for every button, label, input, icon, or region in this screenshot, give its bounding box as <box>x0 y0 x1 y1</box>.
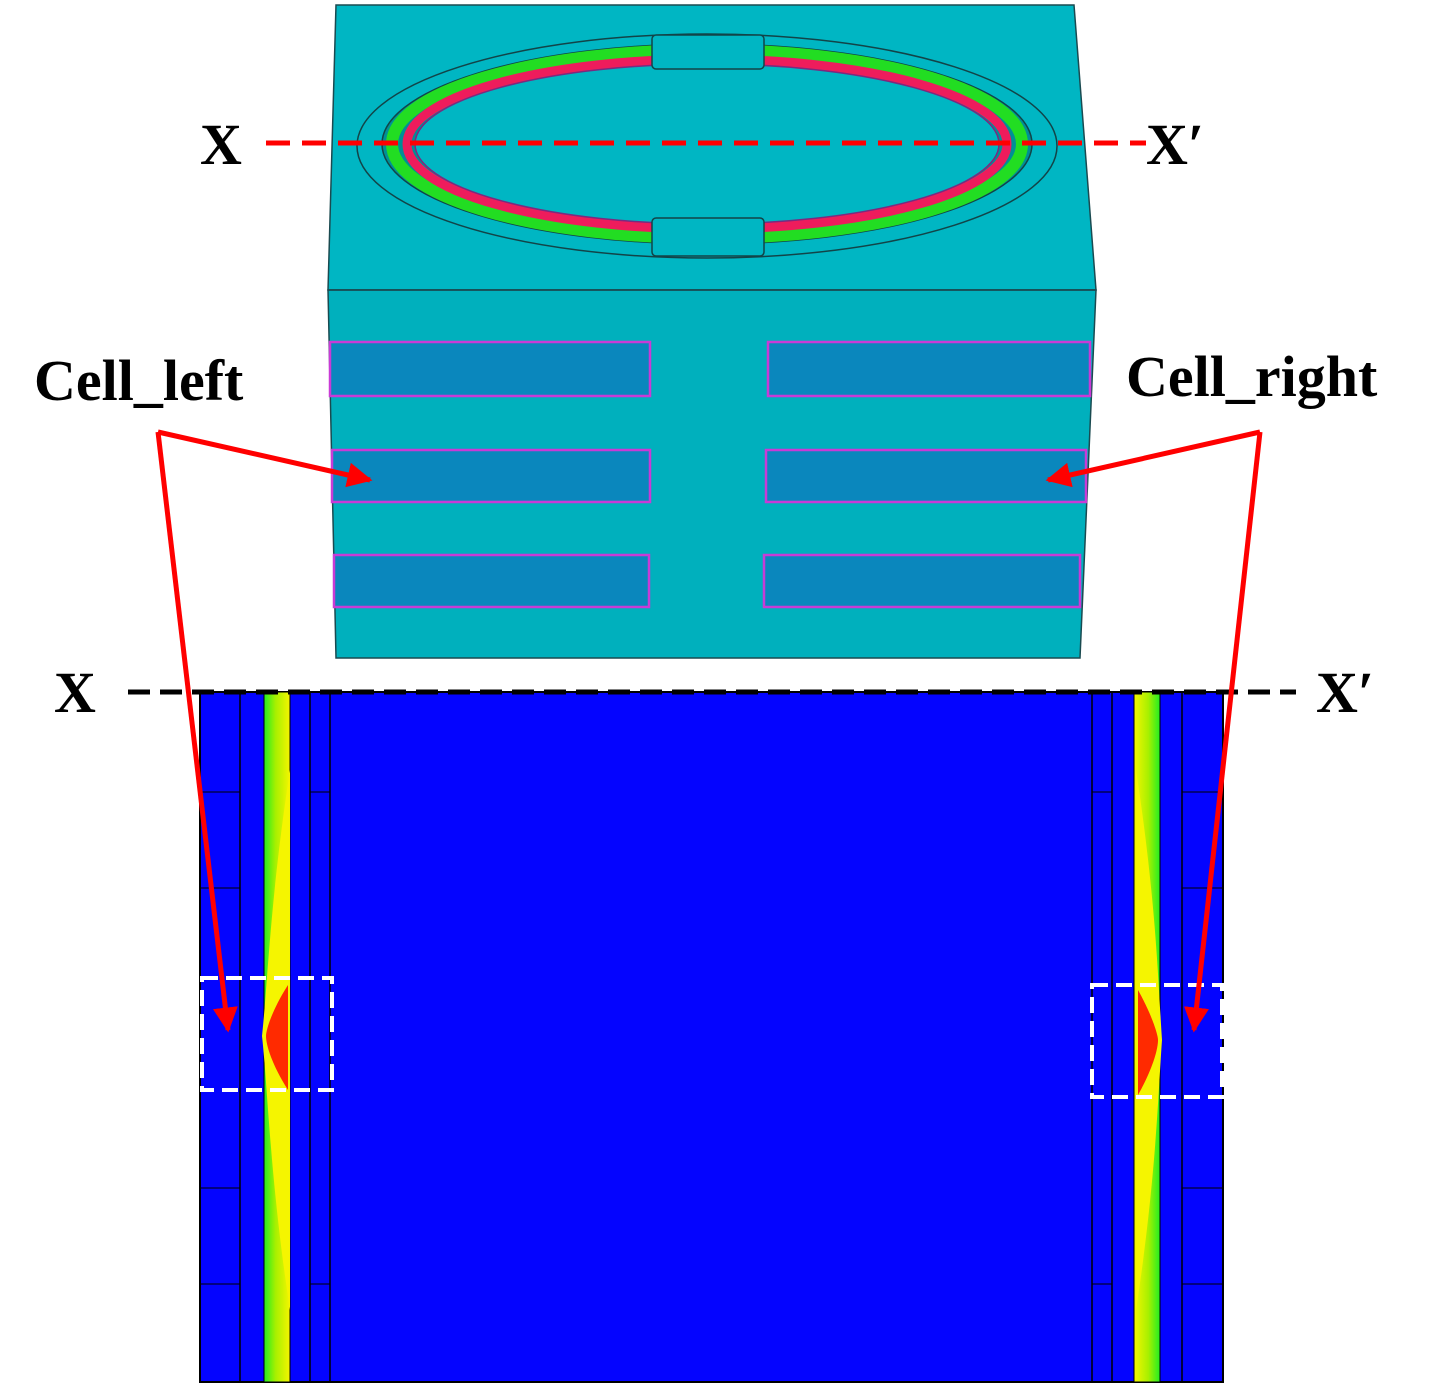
arrow-cell-left-to-section <box>155 431 238 1033</box>
section-background <box>199 691 1224 1383</box>
top-tab <box>651 34 765 70</box>
bottom-tab <box>651 217 765 257</box>
left-cell-column <box>200 691 331 1383</box>
annotation-arrows <box>155 429 1263 1033</box>
cell-slots <box>328 340 1092 609</box>
cell-slot-left-3 <box>332 553 651 609</box>
cell-slot-left-2 <box>330 448 652 504</box>
section-view <box>128 689 1296 1383</box>
cell-slot-right-2 <box>764 448 1088 504</box>
label-section-top-left: X <box>200 112 242 177</box>
label-section-bottom-right: X′ <box>1316 660 1374 725</box>
arrow-cell-right-to-module <box>1045 429 1261 488</box>
left-contour-hotspot <box>266 985 288 1090</box>
right-contour-hotspot <box>1138 990 1158 1095</box>
right-cell-column <box>1091 691 1223 1383</box>
module-3d-view <box>266 4 1146 659</box>
arrow-cell-left-to-module <box>157 429 373 488</box>
arrow-cell-right-to-section <box>1184 431 1263 1033</box>
cell-slot-left-1 <box>328 340 652 398</box>
label-section-top-right: X′ <box>1146 112 1204 177</box>
label-section-bottom-left: X <box>54 660 96 725</box>
cell-slot-right-3 <box>762 553 1082 609</box>
cell-slot-right-1 <box>766 340 1092 398</box>
label-cell-right: Cell_right <box>1126 344 1378 409</box>
label-cell-left: Cell_left <box>34 348 244 413</box>
